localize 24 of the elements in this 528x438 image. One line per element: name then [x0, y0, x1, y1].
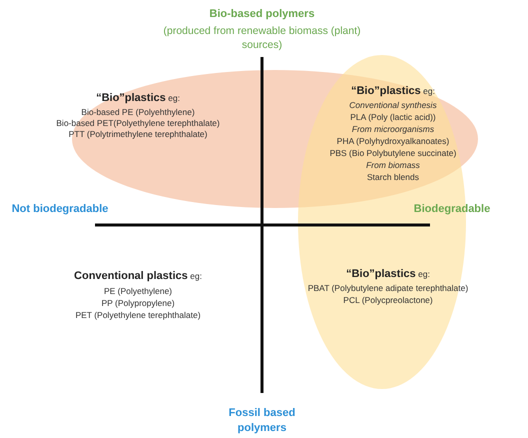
axis-label: Fossil based polymers [228, 406, 296, 436]
heading-text: “Bio”plastics eg: [346, 268, 430, 281]
heading-text: Conventional plastics eg: [74, 270, 202, 283]
list-item: PET (Polyethylene terephthalate) [75, 310, 201, 320]
axis-label: Biodegradable [414, 204, 490, 214]
list-item: PTT (Polytrimethylene terephthalate) [68, 129, 208, 139]
list-item: PBS (Bio Polybutylene succinate) [330, 148, 456, 158]
axis-label: Bio-based polymers [209, 9, 315, 19]
list-item: Bio-based PET(Polyethylene terephthalate) [56, 118, 220, 128]
subheading-text: From microorganisms [352, 124, 434, 134]
axis-label: (produced from renewable biomass (plant) sources) [162, 24, 362, 52]
subheading-text: Conventional synthesis [349, 100, 437, 110]
list-item: PCL (Polycpreolactone) [343, 295, 433, 305]
heading-text: “Bio”plastics eg: [96, 92, 180, 105]
subheading-text: From biomass [366, 160, 420, 170]
axis-label: Not biodegradable [12, 204, 108, 214]
list-item: PBAT (Polybutylene adipate terephthalate) [308, 283, 468, 293]
list-item: PLA (Poly (lactic acid)) [350, 112, 436, 122]
list-item: Bio-based PE (Polyehthylene) [81, 107, 195, 117]
list-item: PHA (Polyhydroxyalkanoates) [336, 136, 450, 146]
list-item: Starch blends [367, 172, 419, 182]
list-item: PE (Polyethylene) [104, 286, 172, 296]
list-item: PP (Polypropylene) [101, 298, 175, 308]
heading-text: “Bio”plastics eg: [351, 85, 435, 98]
